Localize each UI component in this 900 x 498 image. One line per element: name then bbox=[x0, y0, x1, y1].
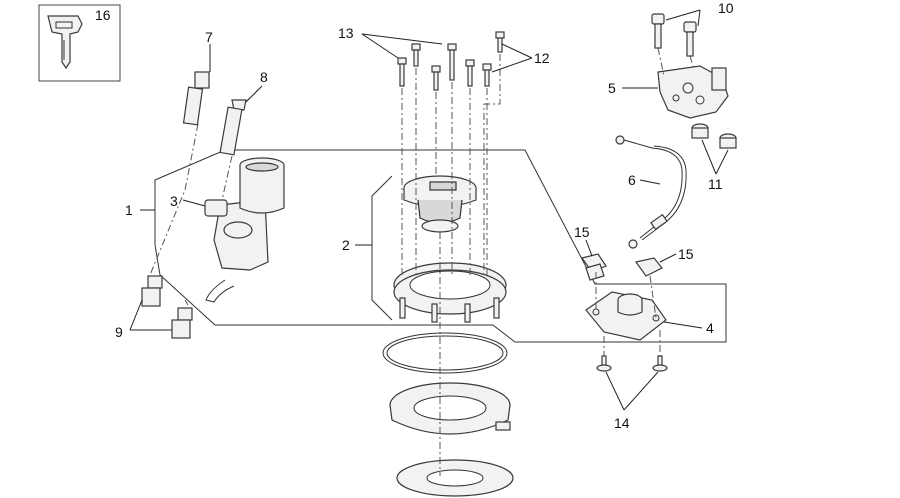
callout-15-left: 15 bbox=[574, 224, 590, 240]
callout-2: 2 bbox=[342, 237, 350, 253]
callout-12: 12 bbox=[534, 50, 550, 66]
o-ring bbox=[382, 332, 508, 374]
ignition-lock-cylinder bbox=[204, 157, 285, 303]
clip-part-15-right bbox=[634, 257, 663, 277]
cable-part-6 bbox=[615, 135, 687, 249]
mount-part-11-right bbox=[719, 133, 737, 149]
screw-part-14-right bbox=[652, 355, 668, 372]
callout-1: 1 bbox=[125, 202, 133, 218]
mount-part-11-left bbox=[691, 123, 709, 139]
lock-housing-part-4 bbox=[585, 291, 667, 341]
filler-base bbox=[389, 382, 511, 435]
bushing-part-9-lower bbox=[171, 307, 193, 339]
callout-3: 3 bbox=[170, 193, 178, 209]
callout-11: 11 bbox=[708, 176, 723, 192]
bolt-part-8 bbox=[219, 99, 247, 156]
callout-14: 14 bbox=[614, 415, 630, 431]
callout-6: 6 bbox=[628, 172, 636, 188]
clip-part-15-left bbox=[580, 253, 607, 281]
key-part-16 bbox=[38, 4, 121, 82]
callout-9: 9 bbox=[115, 324, 123, 340]
callout-8: 8 bbox=[260, 69, 268, 85]
assembly-2-bracket bbox=[371, 175, 393, 321]
callout-10: 10 bbox=[718, 0, 734, 16]
callout-4: 4 bbox=[706, 320, 714, 336]
bushing-part-9-upper bbox=[141, 275, 163, 307]
callout-13: 13 bbox=[338, 25, 354, 41]
bolt-part-7 bbox=[182, 71, 210, 126]
screws-part-12-13 bbox=[397, 31, 505, 91]
bolt-part-10-left bbox=[651, 13, 665, 49]
callout-15-right: 15 bbox=[678, 246, 694, 262]
screw-part-14-left bbox=[596, 355, 612, 372]
bracket-part-5 bbox=[657, 65, 729, 119]
callout-5: 5 bbox=[608, 80, 616, 96]
callout-16: 16 bbox=[95, 7, 111, 23]
gasket-plate bbox=[396, 459, 514, 497]
assembly-1-outline bbox=[154, 149, 727, 343]
bolt-part-10-right bbox=[683, 21, 697, 57]
fuel-cap-assembly bbox=[403, 175, 477, 233]
cap-flange bbox=[393, 262, 507, 323]
leader-lines bbox=[129, 9, 729, 411]
callout-7: 7 bbox=[205, 29, 213, 45]
